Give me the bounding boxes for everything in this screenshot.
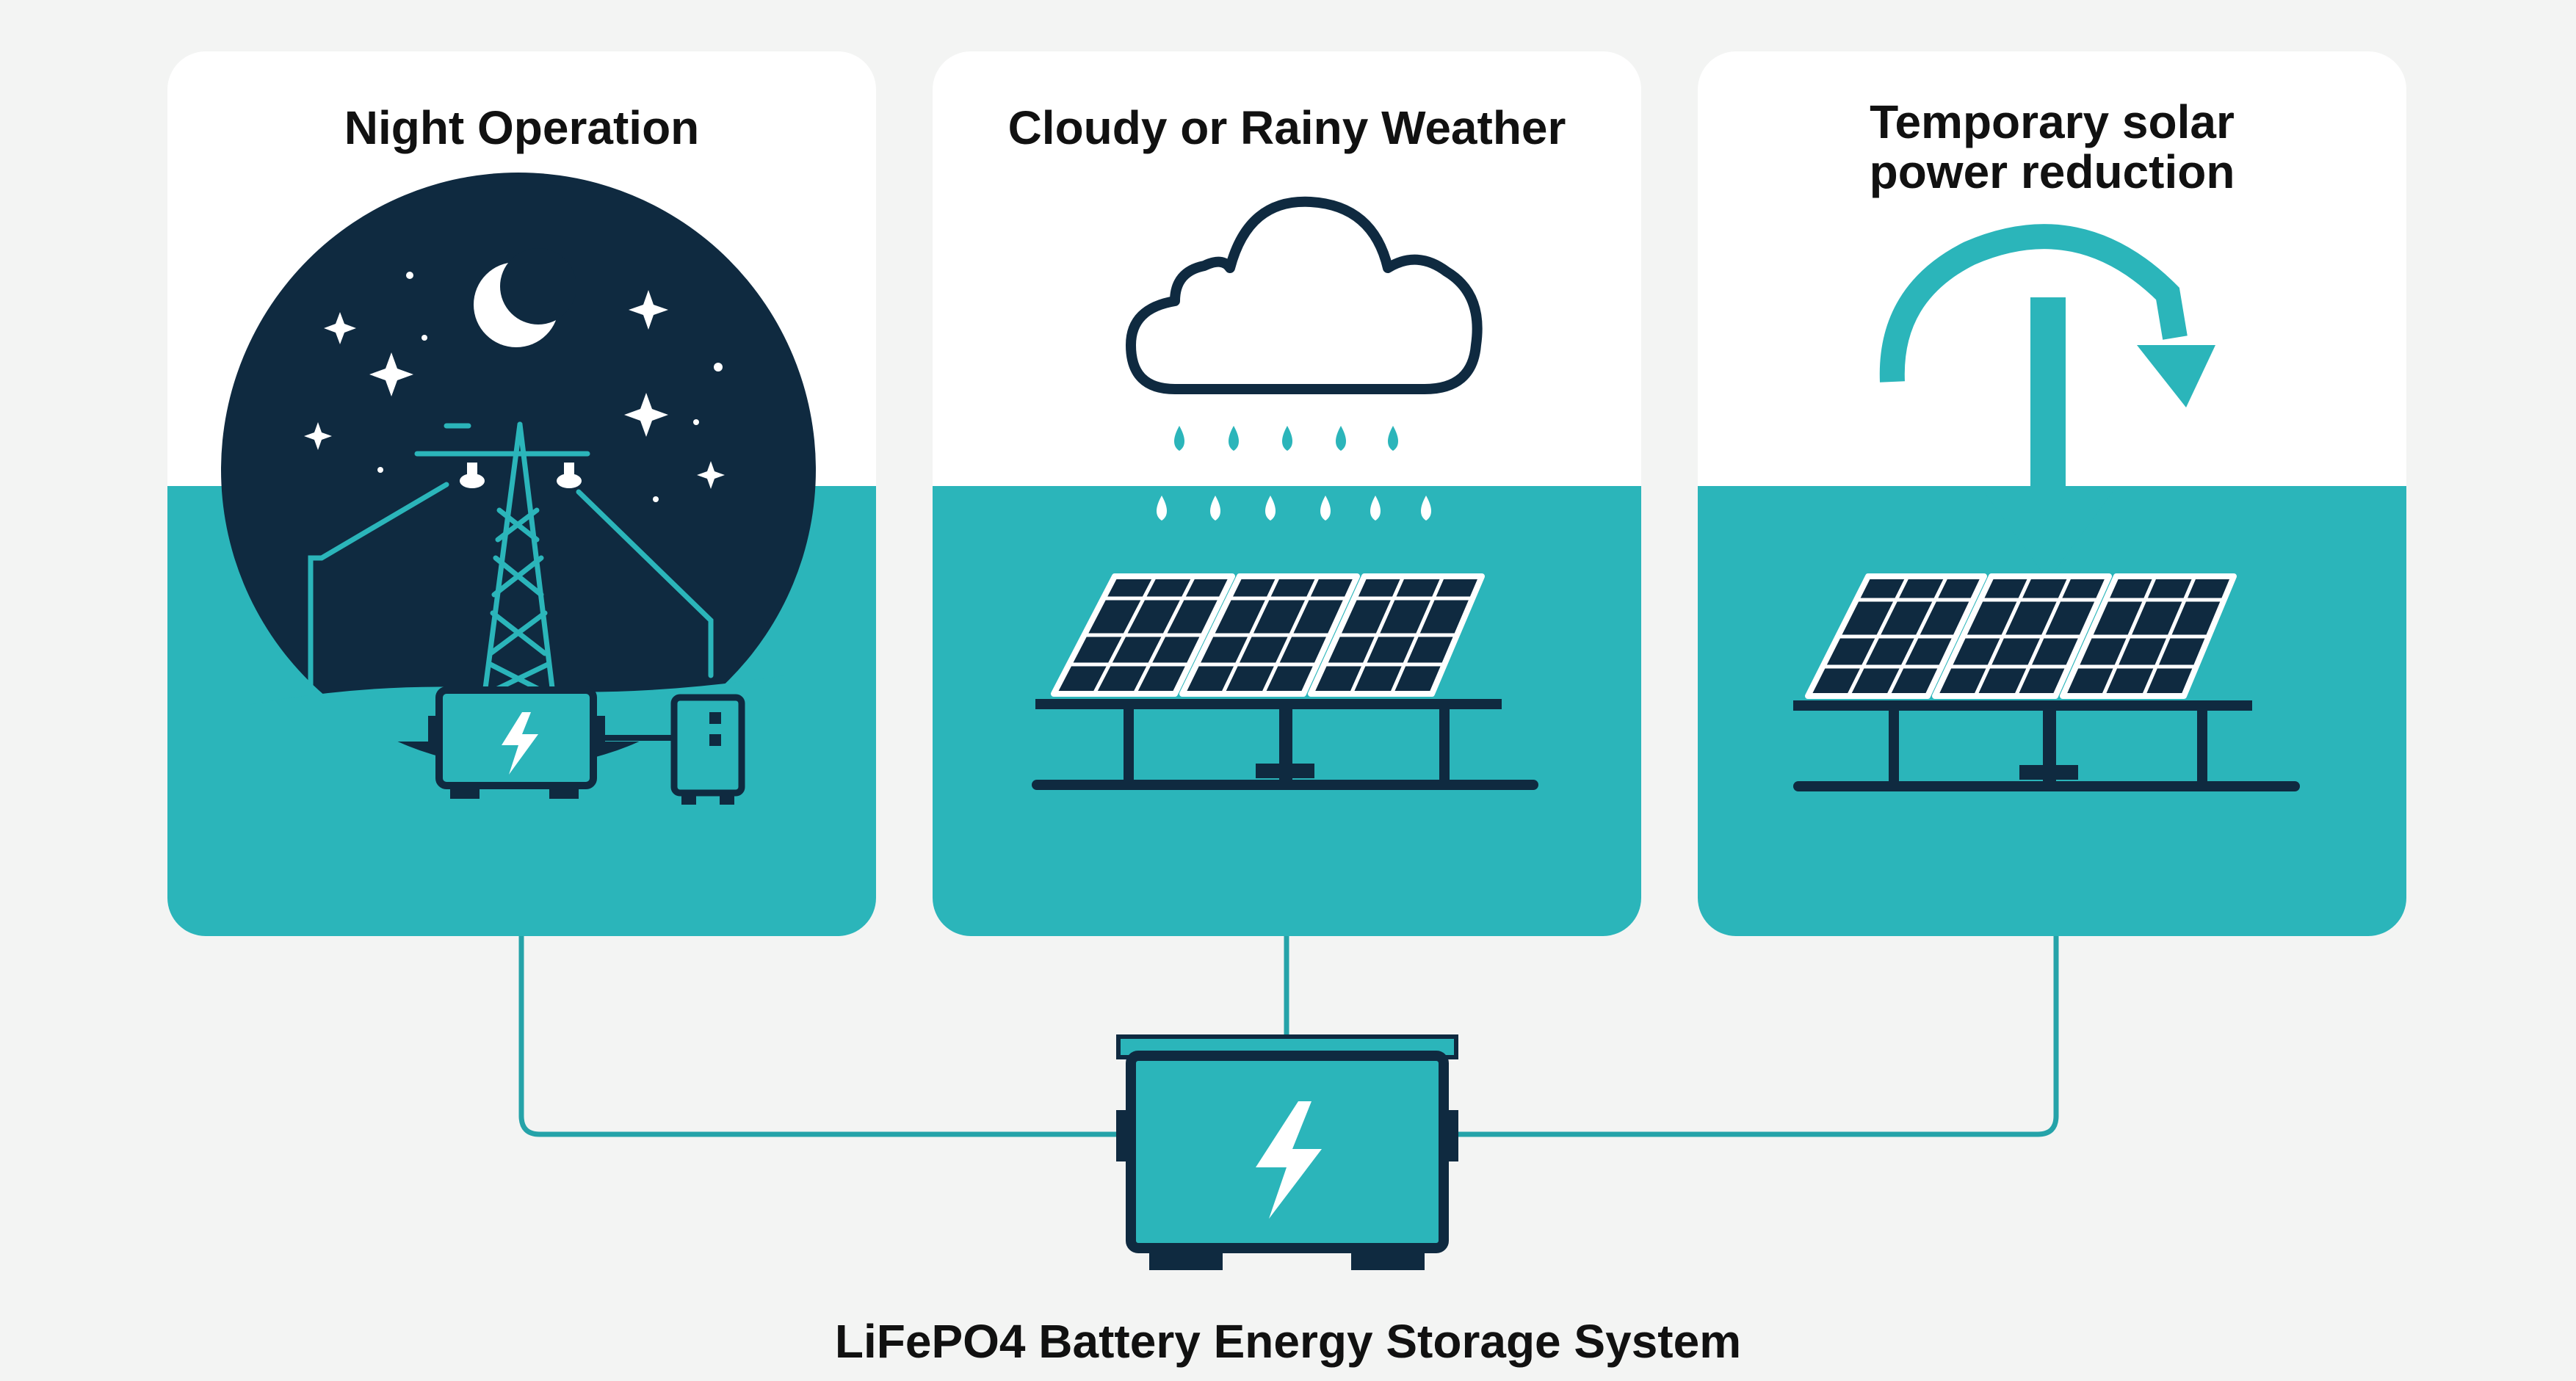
lightning-bolt-icon [1256, 1101, 1322, 1219]
panel-cloudy-weather: Cloudy or Rainy Weather [933, 51, 1641, 936]
battery-system-label: LiFePO4 Battery Energy Storage System [834, 1315, 1742, 1368]
solar-panel-icon [1793, 573, 2300, 791]
panel-title-line: Temporary solar [1870, 95, 2235, 148]
solar-panel-icon [1032, 573, 1538, 790]
panel-solar-reduction: Temporary solar power reduction [1698, 51, 2406, 936]
control-box-icon [670, 694, 745, 805]
connector-lines [518, 936, 2059, 1137]
solar-reduction-illustration [1793, 224, 2300, 791]
down-arrow-icon [1984, 297, 2113, 580]
transmission-tower-icon [308, 421, 714, 741]
moon-icon [474, 248, 576, 347]
raindrop-icon [1174, 426, 1398, 451]
panel-night-operation: Night Operation [167, 51, 876, 936]
panel-title-line: power reduction [1869, 145, 2235, 198]
lightning-bolt-icon [502, 712, 538, 775]
panel-title-night: Night Operation [344, 101, 700, 154]
panel-title-cloudy: Cloudy or Rainy Weather [1007, 101, 1566, 154]
insulator-icon [460, 463, 582, 488]
curved-arrow-icon [1879, 224, 2188, 383]
curved-arrow-icon [2137, 345, 2215, 407]
battery-icon [428, 686, 605, 799]
night-sky-circle [221, 173, 816, 767]
cloudy-weather-illustration [1032, 196, 1538, 790]
cloud-icon [1126, 196, 1483, 394]
central-battery-icon [1116, 1034, 1458, 1270]
star-icon [304, 272, 725, 502]
raindrop-icon [1157, 496, 1431, 521]
night-operation-illustration [221, 173, 816, 805]
panel-title-reduction: Temporary solar power reduction [1698, 97, 2406, 197]
